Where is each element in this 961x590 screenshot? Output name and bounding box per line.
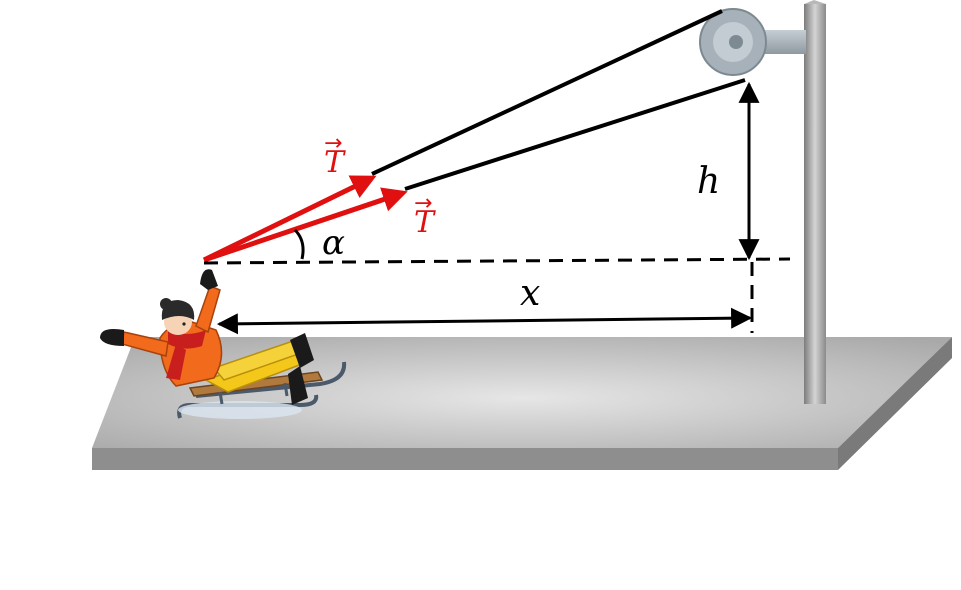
tension-arrow-upper — [202, 175, 377, 263]
labels: T → T → α h x — [322, 131, 720, 314]
pole-shaft — [804, 4, 826, 404]
vector-mark-lower: → — [414, 191, 432, 216]
tension-vectors — [202, 175, 408, 263]
dimension-arrows — [216, 81, 760, 335]
vector-mark-upper: → — [324, 131, 342, 156]
child-on-sled-icon — [100, 269, 347, 419]
rope — [371, 9, 746, 191]
angle-label: α — [322, 223, 345, 263]
horizontal-dashed-line — [203, 257, 791, 265]
rope-lower — [404, 78, 746, 191]
tension-label-lower: T — [414, 205, 436, 240]
platform — [92, 337, 952, 470]
pole — [804, 0, 826, 404]
pulley-icon — [699, 8, 806, 76]
rope-upper — [371, 9, 723, 176]
distance-label: x — [520, 273, 540, 314]
tension-arrow-lower — [203, 187, 408, 263]
height-label: h — [697, 161, 720, 202]
platform-top — [92, 337, 952, 448]
platform-side — [838, 337, 952, 470]
angle-arc — [293, 228, 305, 260]
tension-label-upper: T — [324, 145, 346, 180]
platform-front — [92, 448, 838, 470]
distance-arrow — [216, 307, 753, 335]
